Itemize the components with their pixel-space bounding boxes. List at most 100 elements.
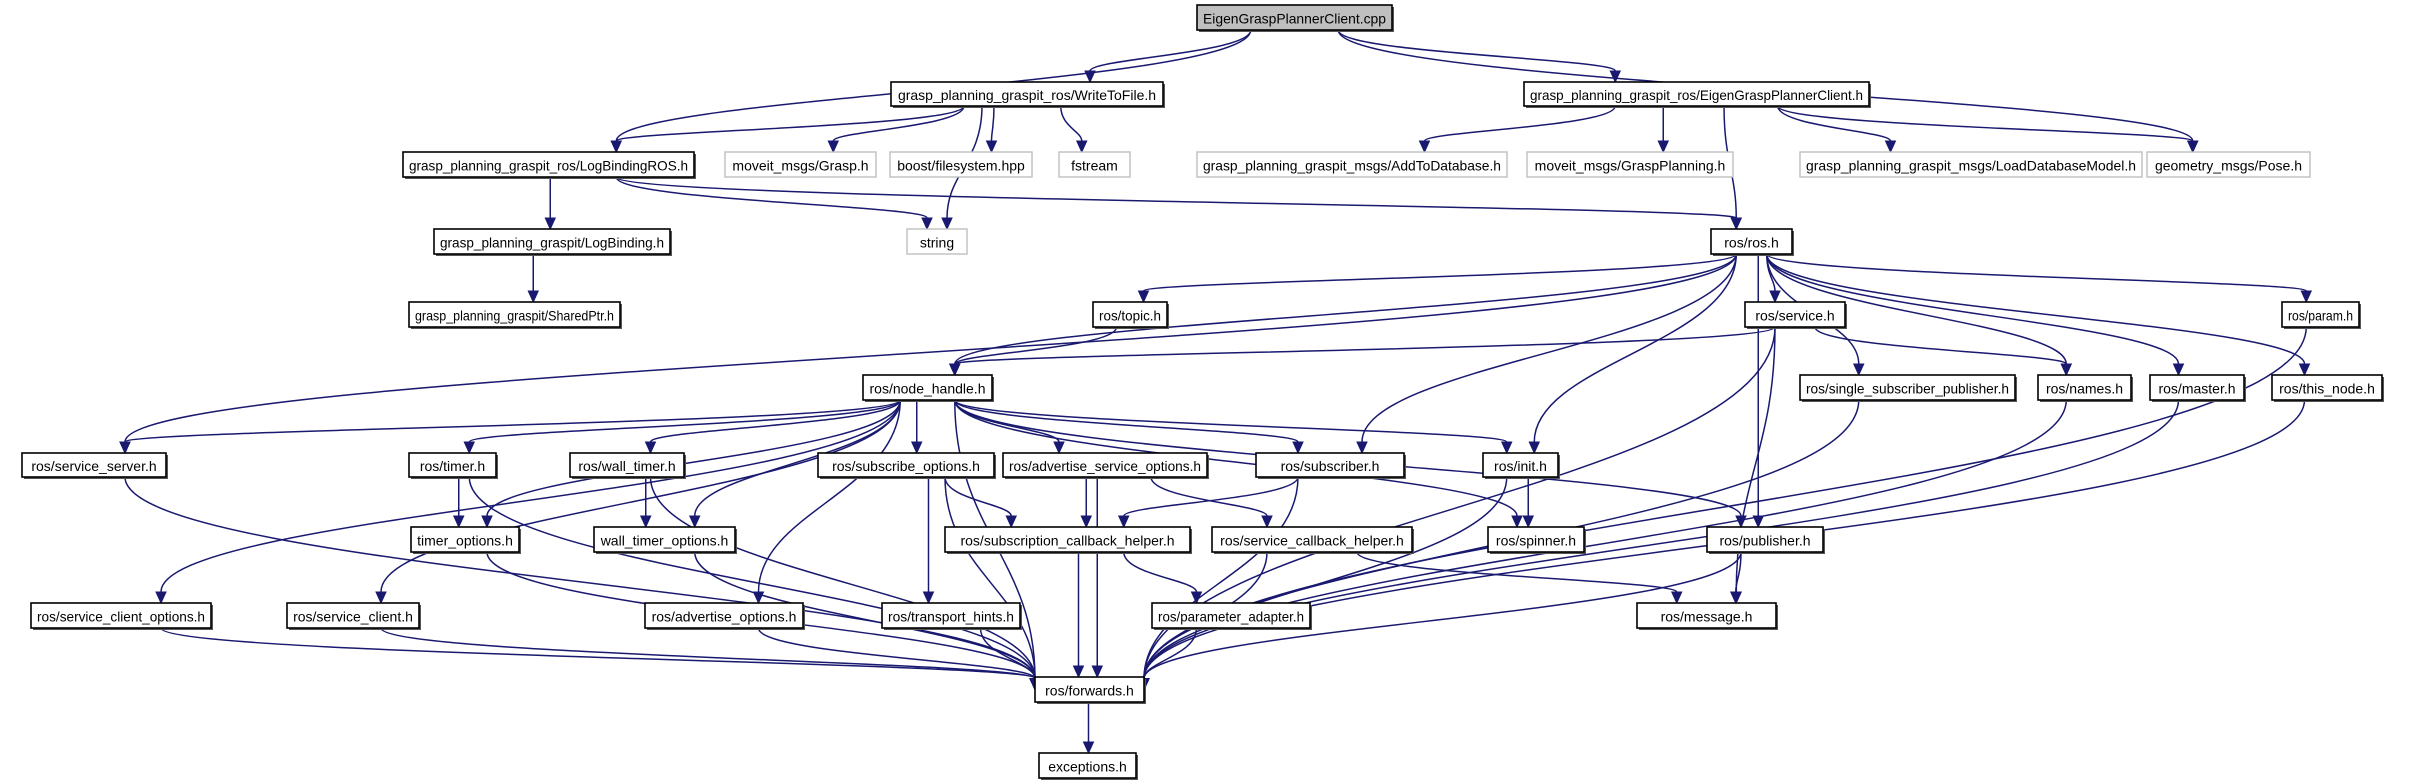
node-ros[interactable]: ros/ros.h [1710, 228, 1794, 256]
node-srv_cb_helper[interactable]: ros/service_callback_helper.h [1211, 526, 1414, 554]
node-box [1196, 4, 1393, 31]
node-exceptions[interactable]: exceptions.h [1038, 752, 1138, 780]
node-label: ros/subscription_callback_helper.h [960, 533, 1174, 549]
arrowhead-icon [1511, 515, 1523, 529]
edge-ros-to-this_node [1766, 253, 2306, 365]
node-init[interactable]: ros/init.h [1482, 452, 1560, 479]
arrowhead-icon [1075, 140, 1088, 154]
node-srv_client_opts[interactable]: ros/service_client_options.h [30, 602, 213, 630]
node-egpc_h[interactable]: grasp_planning_graspit_ros/EigenGraspPla… [1523, 81, 1871, 108]
node-timer_options[interactable]: timer_options.h [410, 526, 521, 554]
node-param[interactable]: ros/param.h [2281, 301, 2361, 329]
node-label: ros/ros.h [1724, 235, 1778, 251]
node-box [21, 452, 167, 478]
arrowhead-icon [1261, 515, 1273, 529]
node-spinner[interactable]: ros/spinner.h [1487, 526, 1586, 554]
node-label: geometry_msgs/Pose.h [2155, 158, 2302, 174]
edge-egpc_h-to-pose [1777, 105, 2194, 142]
edge-adv_opts-to-forwards [757, 627, 1036, 680]
node-transport_hints[interactable]: ros/transport_hints.h [881, 602, 1022, 630]
node-subscriber[interactable]: ros/subscriber.h [1255, 452, 1406, 479]
arrowhead-icon [688, 515, 701, 529]
edge-adv_srv_opts-to-srv_cb_helper [1150, 476, 1268, 517]
node-master[interactable]: ros/master.h [2149, 374, 2246, 402]
node-label: ros/service_client.h [293, 609, 413, 625]
edge-node_handle-to-adv_opts [757, 399, 901, 593]
node-srv_client[interactable]: ros/service_client.h [286, 602, 421, 630]
arrowhead-icon [1657, 140, 1670, 154]
node-box [1706, 526, 1824, 553]
node-label: grasp_planning_graspit_ros/WriteToFile.h [898, 87, 1156, 103]
edge-publisher-to-forwards [1143, 551, 1742, 679]
node-logbinding[interactable]: grasp_planning_graspit/LogBinding.h [433, 228, 672, 256]
edge-srv_client-to-forwards [380, 627, 1036, 680]
node-logbindingros[interactable]: grasp_planning_graspit_ros/LogBindingROS… [402, 151, 696, 179]
node-adv_opts[interactable]: ros/advertise_options.h [644, 602, 805, 630]
node-box [1151, 602, 1311, 629]
node-param_adapter[interactable]: ros/parameter_adapter.h [1151, 602, 1312, 630]
node-label: ros/transport_hints.h [888, 609, 1014, 625]
node-writetofile[interactable]: grasp_planning_graspit_ros/WriteToFile.h [890, 81, 1165, 108]
node-names[interactable]: ros/names.h [2037, 374, 2133, 402]
arrowhead-icon [610, 140, 623, 154]
node-label: ros/advertise_service_options.h [1009, 458, 1201, 474]
node-this_node[interactable]: ros/this_node.h [2271, 374, 2384, 402]
node-string: string [906, 228, 968, 255]
node-service_server[interactable]: ros/service_server.h [21, 452, 168, 479]
node-timer[interactable]: ros/timer.h [408, 452, 498, 479]
node-service[interactable]: ros/service.h [1744, 301, 1847, 329]
edge-writetofile-to-fstream [1060, 105, 1083, 142]
node-sharedptr[interactable]: grasp_planning_graspit/SharedPtr.h [408, 301, 622, 329]
node-message[interactable]: ros/message.h [1636, 602, 1778, 630]
node-adv_srv_opts[interactable]: ros/advertise_service_options.h [1002, 452, 1209, 479]
edge-node_handle-to-srv_client [380, 399, 901, 593]
edge-subscriber-to-sub_cb_helper [1123, 476, 1299, 517]
edge-node_handle-to-service_server [124, 399, 901, 443]
node-wall_timer_options[interactable]: wall_timer_options.h [593, 526, 737, 554]
arrowhead-icon [1522, 515, 1535, 529]
node-fstream: fstream [1058, 151, 1131, 178]
node-subscribe_options[interactable]: ros/subscribe_options.h [817, 452, 996, 479]
edge-node_handle-to-timer [468, 399, 901, 443]
node-label: grasp_planning_graspit/LogBinding.h [440, 235, 664, 251]
node-forwards[interactable]: ros/forwards.h [1034, 676, 1146, 704]
edge-master-to-forwards [1143, 399, 2180, 679]
arrowhead-icon [948, 363, 961, 377]
node-topic[interactable]: ros/topic.h [1092, 301, 1169, 329]
node-box [1526, 151, 1734, 178]
node-box [1002, 452, 1208, 478]
edge-timer-to-forwards [468, 476, 1036, 679]
node-label: grasp_planning_graspit_msgs/LoadDatabase… [1806, 158, 2136, 174]
node-root[interactable]: EigenGraspPlannerClient.cpp [1196, 4, 1394, 32]
node-box [408, 452, 497, 478]
node-publisher[interactable]: ros/publisher.h [1706, 526, 1825, 554]
node-label: boost/filesystem.hpp [897, 158, 1025, 174]
edge-subscriber-to-forwards [1143, 476, 1299, 679]
arrowhead-icon [1752, 515, 1765, 529]
edge-topic-to-node_handle [954, 326, 1118, 365]
node-label: ros/service_callback_helper.h [1220, 533, 1404, 549]
node-label: ros/node_handle.h [870, 381, 986, 397]
node-sub_cb_helper[interactable]: ros/subscription_callback_helper.h [944, 526, 1192, 554]
arrowhead-icon [1528, 441, 1541, 455]
node-box [286, 602, 420, 629]
node-boostfs: boost/filesystem.hpp [889, 151, 1033, 178]
node-node_handle[interactable]: ros/node_handle.h [862, 374, 994, 402]
arrowhead-icon [1735, 515, 1747, 529]
node-label: ros/init.h [1494, 458, 1547, 474]
edge-logbindingros-to-ros [615, 176, 1737, 219]
node-wall_timer[interactable]: ros/wall_timer.h [569, 452, 686, 479]
node-label: grasp_planning_graspit_ros/LogBindingROS… [409, 158, 688, 174]
node-box [433, 228, 671, 255]
node-label: ros/service_server.h [31, 458, 156, 474]
node-label: ros/this_node.h [2279, 381, 2375, 397]
node-box [410, 526, 520, 553]
arrowhead-icon [1072, 665, 1085, 679]
arrowhead-icon [910, 441, 923, 455]
arrowhead-icon [1084, 70, 1096, 84]
arrowhead-icon [452, 515, 465, 529]
edge-publisher-to-message [1735, 551, 1742, 593]
edge-service_server-to-forwards [124, 476, 1036, 679]
node-ssp[interactable]: ros/single_subscriber_publisher.h [1799, 374, 2017, 402]
